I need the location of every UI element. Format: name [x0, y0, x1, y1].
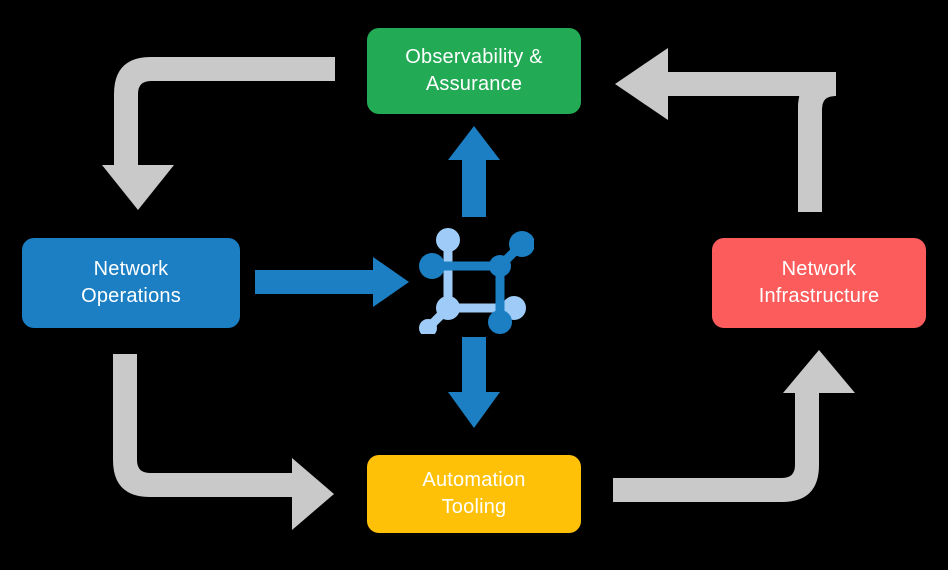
gray-arrow-operations-to-automation	[113, 354, 334, 530]
blue-arrow-center-to-automation	[448, 337, 500, 428]
node-observability-label: Observability & Assurance	[405, 46, 543, 95]
node-automation-label: Automation Tooling	[422, 469, 526, 518]
node-network-infrastructure[interactable]: Network Infrastructure	[712, 238, 926, 328]
node-observability-assurance[interactable]: Observability & Assurance	[367, 28, 581, 114]
node-automation-tooling[interactable]: Automation Tooling	[367, 455, 581, 533]
gray-arrow-observability-to-operations	[102, 57, 335, 210]
network-topology-icon	[419, 228, 534, 334]
gray-arrow-automation-to-infrastructure	[613, 350, 855, 502]
node-operations-label: Network Operations	[81, 258, 181, 307]
node-network-operations[interactable]: Network Operations	[22, 238, 240, 328]
node-infrastructure-label: Network Infrastructure	[758, 258, 880, 307]
blue-arrow-center-to-observability	[448, 126, 500, 217]
blue-arrow-operations-to-center	[255, 257, 409, 307]
gray-arrow-infrastructure-to-observability	[615, 48, 836, 212]
